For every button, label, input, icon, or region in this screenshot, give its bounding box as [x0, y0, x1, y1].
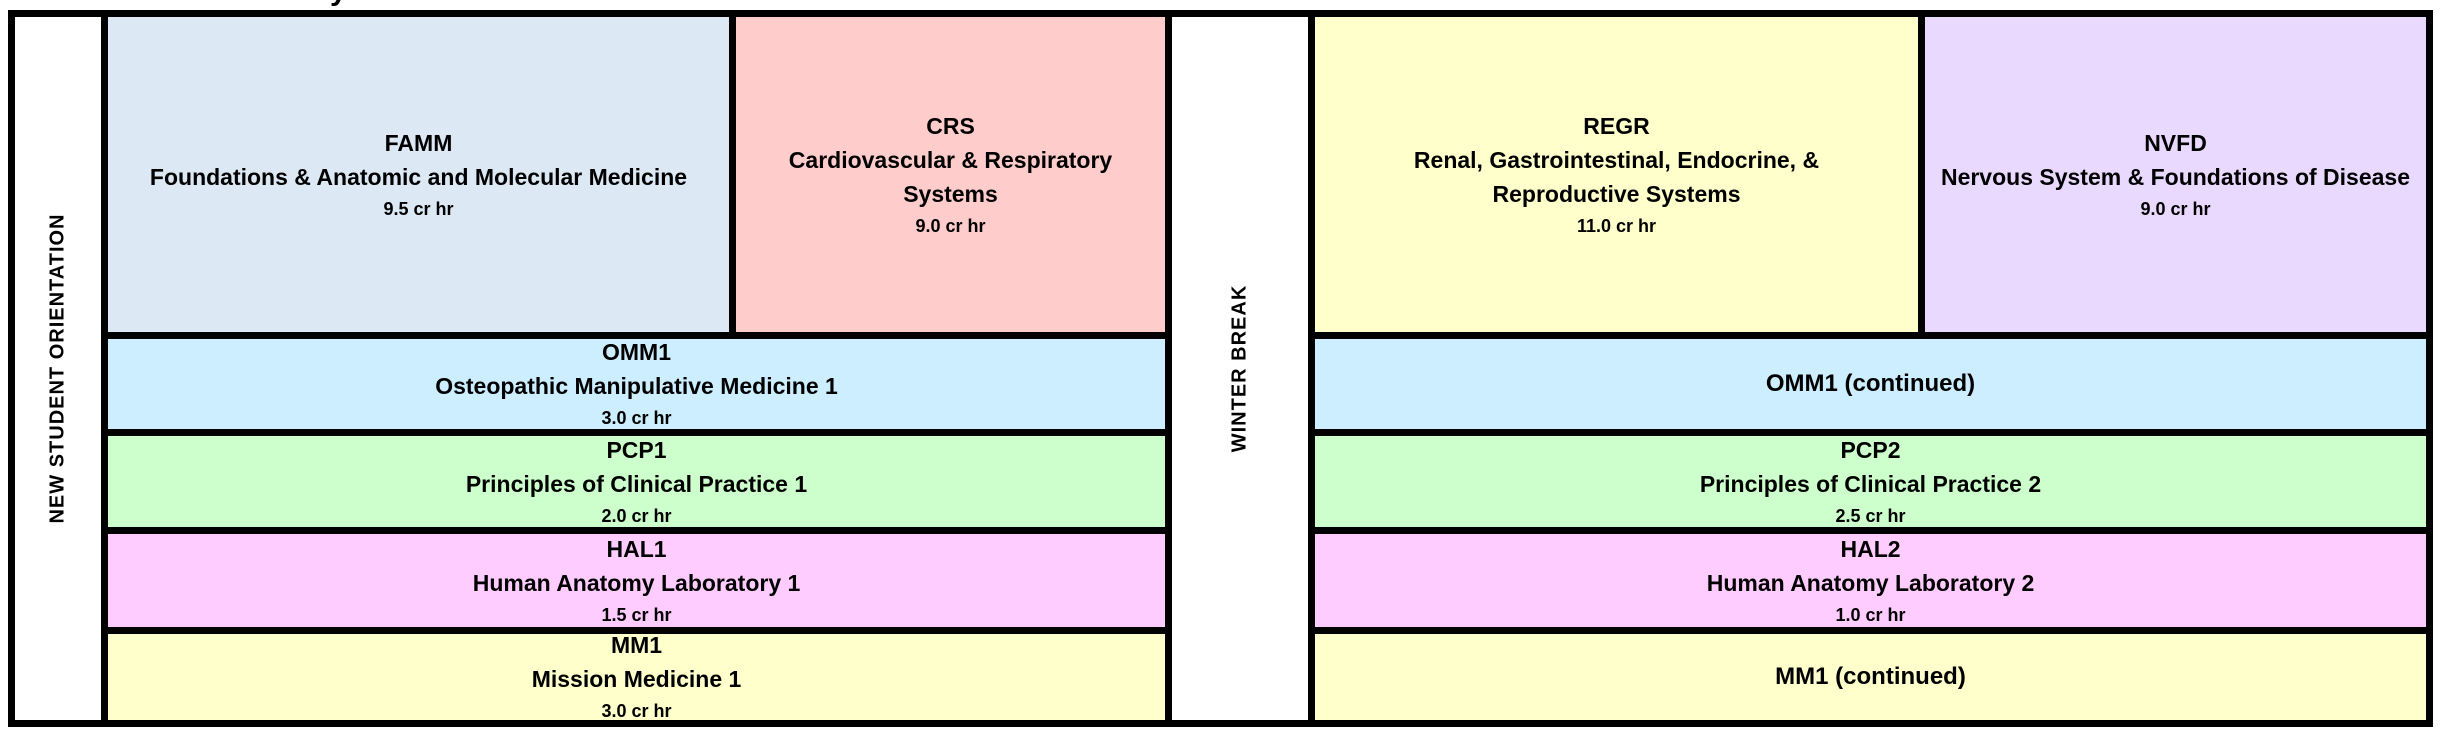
course-continued-label: OMM1 (continued): [1765, 370, 1976, 397]
divider-line: [1308, 17, 1315, 720]
winter-break-label: WINTER BREAK: [1228, 284, 1251, 453]
course-name: Nervous System & Foundations of Disease: [1940, 163, 2411, 190]
course-code: CRS: [926, 112, 975, 139]
divider-line: [108, 527, 1165, 534]
course-name: Renal, Gastrointestinal, Endocrine, & Re…: [1413, 146, 1820, 207]
course-nvfd: NVFD Nervous System & Foundations of Dis…: [1925, 17, 2426, 332]
course-code: REGR: [1583, 112, 1650, 139]
course-credits: 3.0 cr hr: [601, 701, 672, 721]
orientation-label: NEW STUDENT ORIENTATION: [46, 213, 69, 524]
divider-line: [1315, 332, 2426, 339]
course-hal1: HAL1 Human Anatomy Laboratory 1 1.5 cr h…: [108, 534, 1165, 627]
course-pcp2: PCP2 Principles of Clinical Practice 2 2…: [1315, 436, 2426, 527]
course-name: Mission Medicine 1: [531, 666, 742, 692]
course-credits: 1.0 cr hr: [1835, 604, 1906, 625]
divider-line: [1315, 527, 2426, 534]
course-name: Osteopathic Manipulative Medicine 1: [435, 373, 838, 399]
divider-line: [1918, 17, 1925, 332]
course-name: Principles of Clinical Practice 1: [465, 470, 808, 497]
course-code: PCP2: [1840, 436, 1901, 463]
divider-line: [101, 17, 108, 720]
course-name: Human Anatomy Laboratory 1: [472, 569, 801, 596]
course-code: HAL1: [606, 535, 667, 562]
orientation-column: NEW STUDENT ORIENTATION: [15, 17, 101, 720]
course-name: Foundations & Anatomic and Molecular Med…: [149, 163, 688, 190]
course-code: OMM1: [602, 339, 671, 365]
course-name: Principles of Clinical Practice 2: [1699, 470, 2042, 497]
divider-line: [108, 429, 1165, 436]
divider-line: [108, 332, 1165, 339]
course-famm: FAMM Foundations & Anatomic and Molecula…: [108, 17, 729, 332]
winter-break-column: WINTER BREAK: [1172, 17, 1308, 720]
course-credits: 2.5 cr hr: [1835, 505, 1906, 526]
divider-line: [729, 17, 736, 332]
course-name: Cardiovascular & Respiratory Systems: [788, 146, 1113, 207]
course-regr: REGR Renal, Gastrointestinal, Endocrine,…: [1315, 17, 1918, 332]
divider-line: [1315, 429, 2426, 436]
curriculum-diagram: NEW STUDENT ORIENTATION FAMM Foundations…: [8, 10, 2433, 727]
course-omm1: OMM1 Osteopathic Manipulative Medicine 1…: [108, 339, 1165, 429]
header-fragment: y: [330, 0, 347, 8]
course-credits: 9.5 cr hr: [383, 198, 454, 219]
course-mm1: MM1 Mission Medicine 1 3.0 cr hr: [108, 632, 1165, 721]
divider-line: [108, 627, 1165, 634]
course-credits: 3.0 cr hr: [601, 408, 672, 428]
course-mm1-continued: MM1 (continued): [1315, 634, 2426, 720]
course-crs: CRS Cardiovascular & Respiratory Systems…: [736, 17, 1165, 332]
course-continued-label: MM1 (continued): [1775, 663, 1966, 690]
course-hal2: HAL2 Human Anatomy Laboratory 2 1.0 cr h…: [1315, 534, 2426, 627]
course-code: HAL2: [1840, 535, 1901, 562]
course-code: NVFD: [2144, 129, 2207, 156]
course-code: FAMM: [384, 129, 453, 156]
course-credits: 1.5 cr hr: [601, 604, 672, 625]
course-omm1-continued: OMM1 (continued): [1315, 339, 2426, 429]
course-name: Human Anatomy Laboratory 2: [1706, 569, 2035, 596]
course-credits: 9.0 cr hr: [2140, 198, 2211, 219]
course-code: PCP1: [606, 436, 667, 463]
course-credits: 2.0 cr hr: [601, 505, 672, 526]
course-pcp1: PCP1 Principles of Clinical Practice 1 2…: [108, 436, 1165, 527]
course-code: MM1: [610, 632, 663, 658]
course-credits: 11.0 cr hr: [1576, 215, 1657, 236]
course-credits: 9.0 cr hr: [915, 215, 986, 236]
divider-line: [1165, 17, 1172, 720]
divider-line: [1315, 627, 2426, 634]
